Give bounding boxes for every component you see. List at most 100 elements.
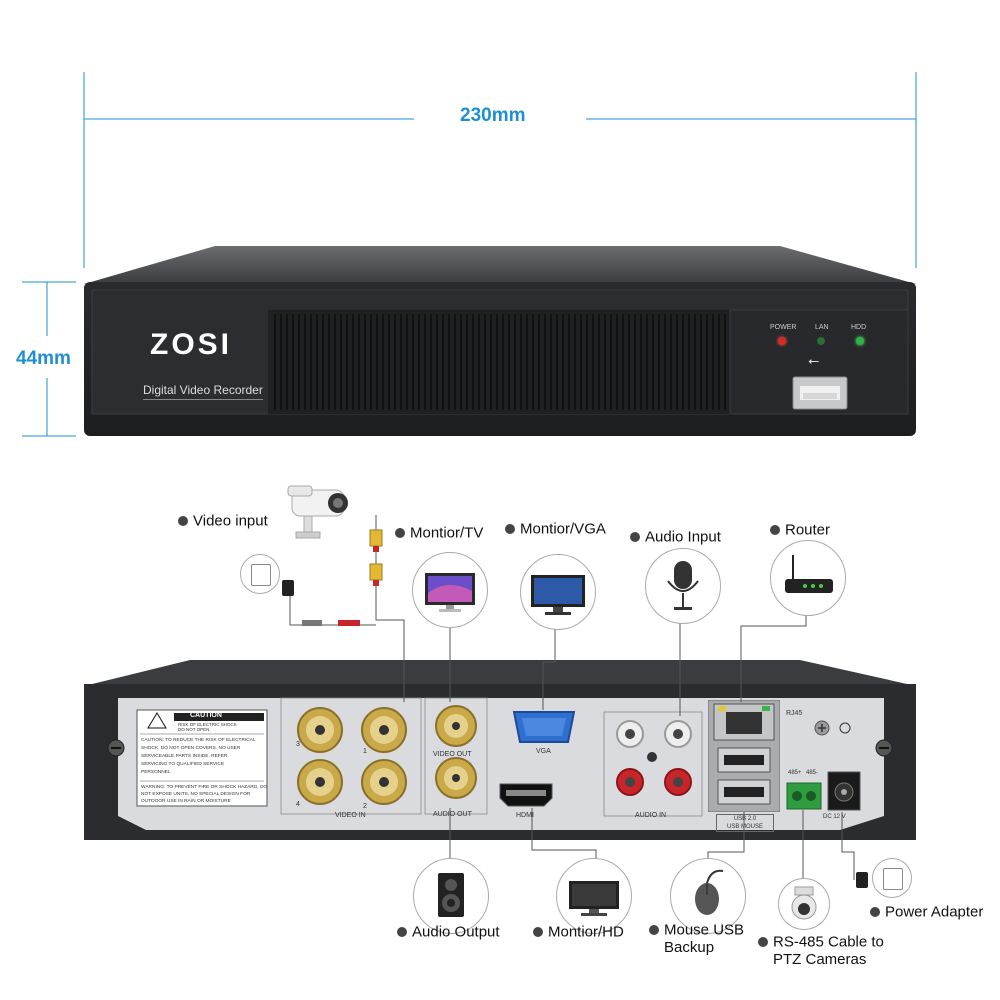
vent-slat [634,314,636,410]
speaker-icon [438,873,464,917]
channel-4-label: 4 [296,801,300,808]
vent-slat [562,314,564,410]
monitor-vga-circle [520,554,596,630]
bullet-dot [758,937,768,948]
hdmi-port[interactable] [498,782,554,808]
warning-line-1: WARNING: TO PREVENT FIRE OR SHOCK HAZARD… [141,785,268,790]
vent-slat [616,314,618,410]
vent-slat [496,314,498,410]
power-cable-plug-icon [302,620,322,626]
hdd-led [856,337,864,345]
rs485-minus-label: 485- [806,770,819,776]
video-out-label: VIDEO OUT [433,751,472,758]
hdd-label: HDD [851,324,867,331]
power-supply-icon [282,580,294,596]
vent-slat [520,314,522,410]
vent-slat [352,314,354,410]
vga-port[interactable] [512,710,576,744]
dc-label: DC 12 V [823,814,846,820]
front-subtitle: Digital Video Recorder [143,383,263,400]
vent-slat [388,314,390,410]
warning-body: WARNING: TO PREVENT FIRE OR SHOCK HAZARD… [141,784,267,805]
rear-usb-port-1[interactable] [717,747,771,773]
vent-slat [382,314,384,410]
rs485-terminal[interactable] [786,782,822,810]
bnc-video-in-2[interactable] [361,759,407,805]
power-adapter-icon [856,872,868,888]
rca-audio-in-3[interactable] [616,720,644,748]
vent-slat [466,314,468,410]
power-label: POWER [770,324,797,331]
vent-slat [328,314,330,410]
monitor-hd-icon [569,881,619,916]
vent-slat [490,314,492,410]
brand-logo: ZOSI [150,328,233,361]
caution-line-1: CAUTION: TO REDUCE THE RISK OF ELECTRICA… [141,738,256,743]
vent-slat [310,314,312,410]
vent-slat [340,314,342,410]
vent-slat [412,314,414,410]
vent-slat [622,314,624,410]
vent-slat [472,314,474,410]
monitor-vga-icon [531,575,585,615]
vent-slat [298,314,300,410]
warning-line-3: OUTDOOR USE IN RAIN OR MOISTURE [141,799,231,804]
audio-in-connectors [616,720,692,796]
bullet-dot [649,925,659,936]
rca-audio-in-1[interactable] [664,720,692,748]
callout-audio-input-text: Audio Input [645,528,721,546]
vent-slat [484,314,486,410]
vent-slat [322,314,324,410]
callout-mouse-usb-text-2: Backup [664,938,715,956]
vent-slat [688,314,690,410]
usb-label-line-1: USB 2.0 [733,816,757,822]
callout-mouse-usb-text-1: Mouse USB [664,921,745,939]
bnc-video-in-3[interactable] [297,707,343,753]
vent-slat [286,314,288,410]
vent-slat [568,314,570,410]
vent-slat [712,314,714,410]
vent-slat [376,314,378,410]
vent-slat [364,314,366,410]
bnc-video-in-1[interactable] [361,707,407,753]
height-dimension-label: 44mm [16,348,71,369]
caution-line-5: PERSONNEL [141,770,171,775]
vent-slat [274,314,276,410]
vent-slat [478,314,480,410]
bnc-video-in-4[interactable] [297,759,343,805]
vent-slat [448,314,450,410]
vent-slat [442,314,444,410]
vent-slat [574,314,576,410]
vent-slat [454,314,456,410]
rear-usb-port-2[interactable] [717,779,771,805]
vent-slat [580,314,582,410]
callout-monitor-tv: Montior/TV [395,524,483,542]
power-led [778,337,786,345]
vent-slat [556,314,558,410]
mouse-circle [670,858,746,934]
callout-monitor-tv-text: Montior/TV [410,524,484,542]
vent-slat [604,314,606,410]
lan-led [817,337,825,345]
dc-power-jack[interactable] [826,770,862,812]
caution-sub-1: RISK OF ELECTRIC SHOCK [178,722,237,727]
bnc-audio-out[interactable] [435,757,477,799]
out-connectors [435,705,477,799]
caution-sub-2: DO NOT OPEN [178,727,210,732]
ptz-camera-icon [791,886,817,920]
vent-slat [502,314,504,410]
vga-label: VGA [536,748,551,755]
channel-2-label: 2 [363,803,367,810]
callout-mouse-usb: Mouse USB Backup [649,921,744,956]
rj45-port[interactable] [713,703,775,741]
microphone-icon [667,561,699,610]
vent-slat [394,314,396,410]
callout-monitor-hd-text: Montior/HD [548,923,624,941]
router-circle [770,540,846,616]
vent-slat [508,314,510,410]
bullet-dot [178,516,188,527]
rca-audio-in-4[interactable] [616,768,644,796]
bnc-video-out[interactable] [435,705,477,747]
microphone-circle [645,548,721,624]
rca-audio-in-2[interactable] [664,768,692,796]
